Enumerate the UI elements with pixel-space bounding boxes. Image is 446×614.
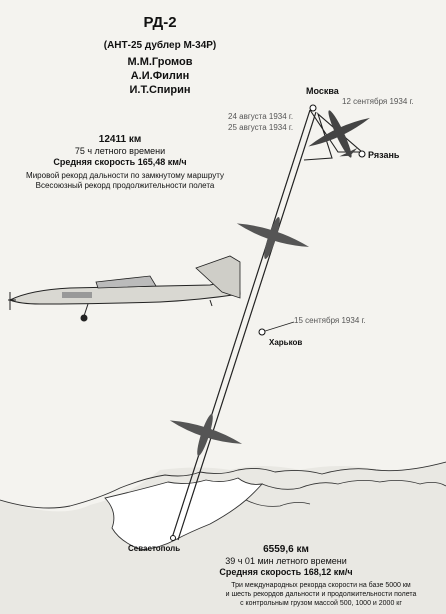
- record1-flight-time: 75 ч летного времени: [74, 146, 166, 156]
- record2-distance: 6559,6 км: [263, 544, 309, 555]
- plane-subtitle: (АНТ-25 дублер М-34Р): [103, 40, 217, 51]
- plane-top-view-lower-icon: [169, 414, 243, 456]
- footnote-line-3: с контрольным грузом массой 500, 1000 и …: [240, 600, 402, 607]
- record1-world-record: Мировой рекорд дальности по замкнутому м…: [26, 171, 224, 180]
- city-kharkov: Харьков: [269, 338, 303, 347]
- plane-top-view-medium-icon: [236, 217, 310, 259]
- footnote-line-1: Три международных рекорда скорости на ба…: [231, 582, 411, 589]
- azov-coast: [261, 480, 446, 490]
- ryazan-marker: [358, 150, 366, 158]
- crew-member-3: И.Т.Спирин: [129, 84, 191, 96]
- aircraft-side-view: [8, 255, 241, 322]
- sevastopol-marker: [170, 535, 176, 541]
- kharkov-branch: [261, 321, 295, 333]
- city-moscow: Москва: [306, 86, 339, 96]
- kerch-coast: [245, 499, 311, 507]
- crimea-coastline: [0, 461, 446, 509]
- plane-title: РД-2: [143, 14, 177, 31]
- record2-flight-time: 39 ч 01 мин летного времени: [225, 556, 347, 566]
- city-ryazan: Рязань: [368, 150, 400, 160]
- moscow-marker: [309, 104, 317, 112]
- kharkov-marker: [258, 328, 266, 336]
- date-sep15: 15 сентября 1934 г.: [294, 316, 366, 325]
- route-line-inner: [177, 111, 317, 541]
- record1-distance: 12411 км: [98, 134, 142, 145]
- date-sep12: 12 сентября 1934 г.: [342, 97, 414, 106]
- record2-avg-speed: Средняя скорость 168,12 км/ч: [219, 567, 353, 577]
- record1-union-record: Всесоюзный рекорд продолжительности поле…: [35, 181, 215, 190]
- crew-member-2: А.И.Филин: [130, 70, 190, 82]
- date-aug24: 24 августа 1934 г.: [228, 112, 294, 121]
- crew-member-1: М.М.Громов: [127, 56, 193, 68]
- plane-top-view-small-icon: [308, 110, 370, 158]
- route-line-outer: [171, 109, 311, 539]
- date-aug25: 25 августа 1934 г.: [228, 123, 294, 132]
- footnote-line-2: и шесть рекордов дальности и продолжител…: [225, 591, 417, 598]
- city-sevastopol: Севастополь: [128, 544, 181, 553]
- record1-avg-speed: Средняя скорость 165,48 км/ч: [53, 157, 187, 167]
